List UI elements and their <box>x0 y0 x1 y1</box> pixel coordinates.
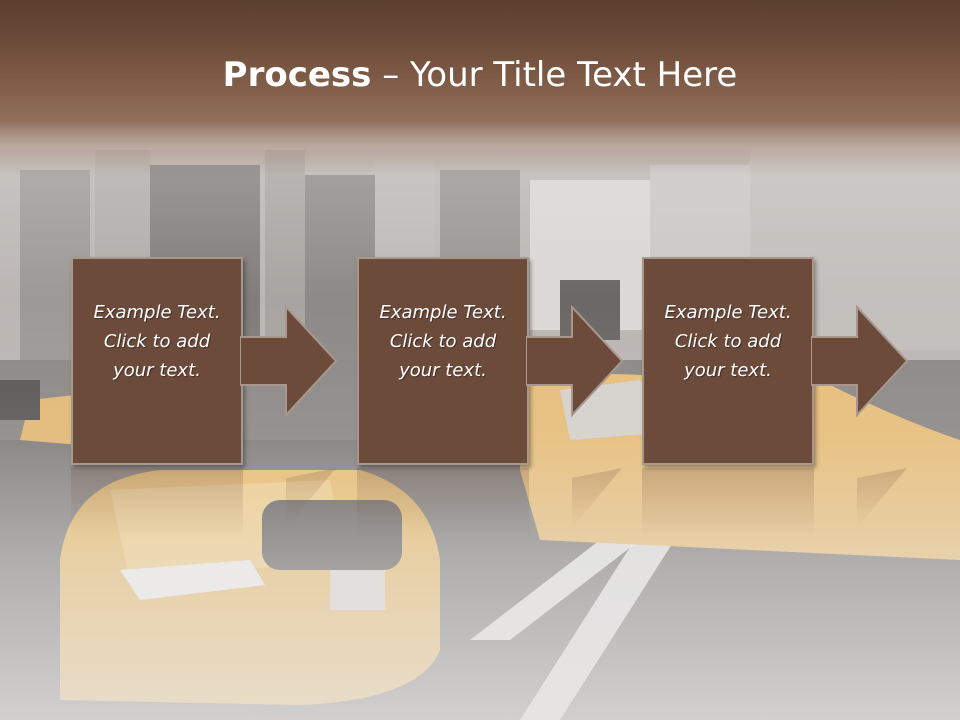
step-1-line-1: Example Text. <box>93 301 221 323</box>
slide-title[interactable]: Process – Your Title Text Here <box>0 52 960 98</box>
process-step-2[interactable]: Example Text. Click to add your text. <box>357 257 529 465</box>
arrow-3-reflection <box>857 468 907 528</box>
process-arrow-2 <box>526 305 624 417</box>
step-3-line-2: Click to add <box>674 330 782 352</box>
step-3-text[interactable]: Example Text. Click to add your text. <box>648 298 808 385</box>
arrow-2-reflection <box>572 468 622 528</box>
step-2-line-3: your text. <box>399 359 487 381</box>
process-arrow-1 <box>240 305 338 417</box>
step-1-line-2: Click to add <box>103 330 211 352</box>
title-band <box>0 0 960 175</box>
step-2-reflection <box>357 468 529 538</box>
step-3-reflection <box>642 468 814 538</box>
step-2-text[interactable]: Example Text. Click to add your text. <box>363 298 523 385</box>
step-2-line-1: Example Text. <box>379 301 507 323</box>
step-1-line-3: your text. <box>113 359 201 381</box>
process-step-3[interactable]: Example Text. Click to add your text. <box>642 257 814 465</box>
step-3-line-3: your text. <box>684 359 772 381</box>
step-3-line-1: Example Text. <box>664 301 792 323</box>
step-1-reflection <box>71 468 243 538</box>
arrow-1-reflection <box>286 468 336 528</box>
title-rest: Your Title Text Here <box>410 55 738 95</box>
process-arrow-3 <box>811 305 909 417</box>
step-1-text[interactable]: Example Text. Click to add your text. <box>77 298 237 385</box>
title-separator: – <box>371 55 411 95</box>
step-2-line-2: Click to add <box>389 330 497 352</box>
process-step-1[interactable]: Example Text. Click to add your text. <box>71 257 243 465</box>
title-bold: Process <box>222 55 372 95</box>
